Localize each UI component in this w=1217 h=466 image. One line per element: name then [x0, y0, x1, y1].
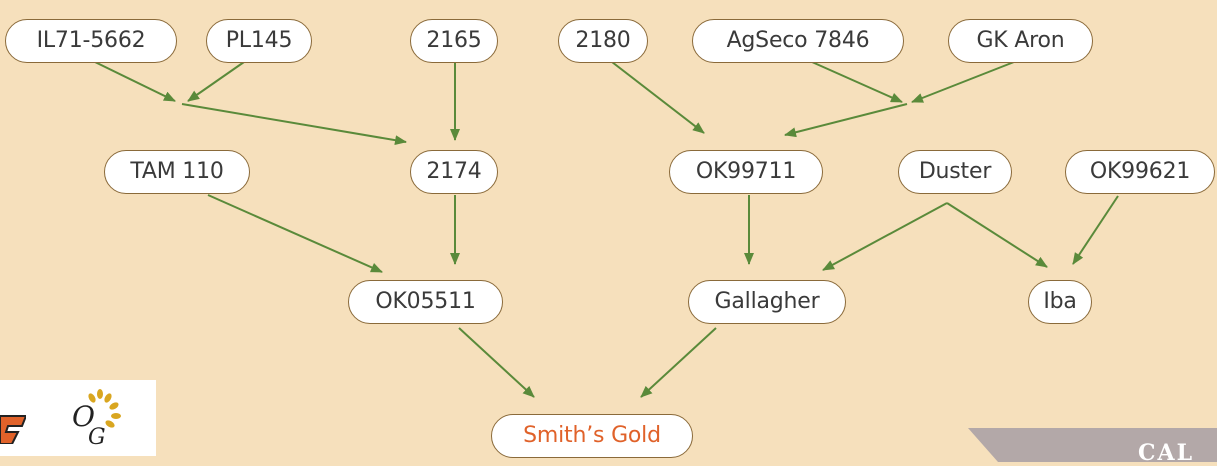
osu-wheat-logo: O G — [0, 380, 156, 456]
node-ok99711: OK99711 — [669, 150, 823, 194]
edge-gallagher-to-smiths-gold — [640, 327, 717, 398]
node-duster: Duster — [898, 150, 1012, 194]
svg-text:G: G — [88, 425, 106, 446]
edge-2180-to-ok99711 — [611, 61, 705, 134]
node-gallagher: Gallagher — [688, 280, 846, 324]
node-ok05511: OK05511 — [348, 280, 503, 324]
edge-pl145-to-cross — [187, 61, 245, 102]
node-smiths-gold: Smith’s Gold — [491, 414, 693, 458]
corner-banner: CAL — [968, 428, 1217, 462]
node-pl145: PL145 — [206, 19, 312, 63]
edge-il71-5662-to-cross — [94, 61, 176, 102]
edge-duster-to-gallagher — [822, 202, 948, 271]
edge-cross-to-ok99711 — [784, 103, 908, 138]
edge-ok05511-to-smiths-gold — [458, 327, 535, 398]
edge-tam110-to-ok05511 — [207, 194, 383, 273]
banner-text: CAL — [1138, 440, 1195, 466]
edge-cross-to-2174 — [181, 103, 407, 146]
edge-ok99621-to-iba — [1072, 195, 1119, 265]
pedigree-edges — [94, 61, 1119, 398]
osu-mark-icon — [0, 415, 26, 444]
edge-gk-aron-to-cross — [911, 61, 1015, 103]
node-2165: 2165 — [410, 19, 498, 63]
node-2180: 2180 — [558, 19, 648, 63]
node-agseco-7846: AgSeco 7846 — [692, 19, 904, 63]
node-2174: 2174 — [410, 150, 498, 194]
edge-duster-to-iba — [946, 202, 1048, 268]
wheat-leaves-icon: O G — [72, 389, 121, 446]
node-iba: Iba — [1028, 280, 1092, 324]
node-gk-aron: GK Aron — [948, 19, 1093, 63]
node-ok99621: OK99621 — [1065, 150, 1215, 194]
svg-text:O: O — [72, 400, 95, 433]
edge-agseco-to-cross — [811, 61, 903, 103]
node-il71-5662: IL71-5662 — [5, 19, 177, 63]
node-tam-110: TAM 110 — [104, 150, 250, 194]
